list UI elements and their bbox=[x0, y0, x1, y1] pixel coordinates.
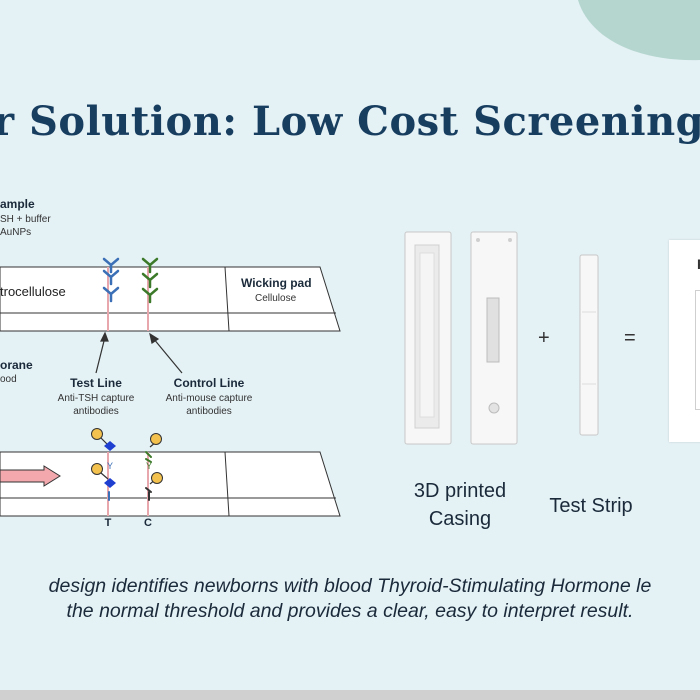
test-line-sub-2: antibodies bbox=[73, 406, 119, 417]
sample-line-1: SH + buffer bbox=[0, 214, 51, 225]
equals-sign: = bbox=[624, 327, 636, 349]
decorative-blob bbox=[578, 0, 700, 61]
flow-arrow bbox=[0, 465, 61, 487]
control-line-sub-1: Anti-mouse capture bbox=[165, 393, 253, 404]
bound-y-test: Y bbox=[106, 461, 114, 471]
assembled-device-window bbox=[695, 290, 700, 410]
label-arrows bbox=[95, 331, 183, 374]
anti-mouse-antibodies bbox=[141, 257, 159, 304]
bound-antibodies bbox=[108, 451, 152, 501]
casing-label-line-1: 3D printed bbox=[413, 480, 507, 502]
sample-line-2: AuNPs bbox=[0, 227, 32, 238]
assembled-device-label: F bbox=[697, 256, 700, 272]
sample-title: ample bbox=[0, 197, 35, 211]
slide-caption: design identifies newborns with blood Th… bbox=[0, 574, 700, 625]
test-line-title: Test Line bbox=[70, 376, 122, 390]
membrane-title: orane bbox=[0, 358, 33, 372]
slide-title: r Solution: Low Cost Screening T bbox=[0, 98, 700, 145]
bottom-bar bbox=[0, 690, 700, 700]
casing-label-line-2: Casing bbox=[428, 508, 492, 530]
bound-y-control: Y bbox=[145, 461, 153, 471]
casing-left-piece bbox=[404, 231, 452, 445]
tsh-molecules bbox=[104, 441, 116, 488]
nitrocellulose-label: trocellulose bbox=[0, 284, 66, 299]
control-line-sub-2: antibodies bbox=[186, 406, 232, 417]
control-marker: C bbox=[144, 517, 152, 529]
casing-right-piece bbox=[470, 231, 518, 445]
assembled-device-card: F bbox=[669, 240, 700, 442]
wicking-pad-sub: Cellulose bbox=[255, 293, 297, 304]
gold-nanoparticles bbox=[91, 428, 163, 485]
membrane-sub: ood bbox=[0, 374, 17, 385]
plus-sign: + bbox=[538, 327, 550, 349]
test-marker: T bbox=[104, 517, 112, 529]
anti-tsh-antibodies bbox=[102, 257, 120, 303]
control-line-title: Control Line bbox=[173, 376, 245, 390]
wicking-pad-title: Wicking pad bbox=[241, 276, 312, 290]
caption-line-1: design identifies newborns with blood Th… bbox=[48, 575, 652, 597]
top-strip bbox=[0, 266, 341, 332]
test-strip-piece bbox=[579, 254, 599, 436]
test-strip-label: Test Strip bbox=[549, 495, 633, 517]
caption-line-2: the normal threshold and provides a clea… bbox=[66, 600, 634, 623]
test-line-sub-1: Anti-TSH capture bbox=[57, 393, 135, 404]
